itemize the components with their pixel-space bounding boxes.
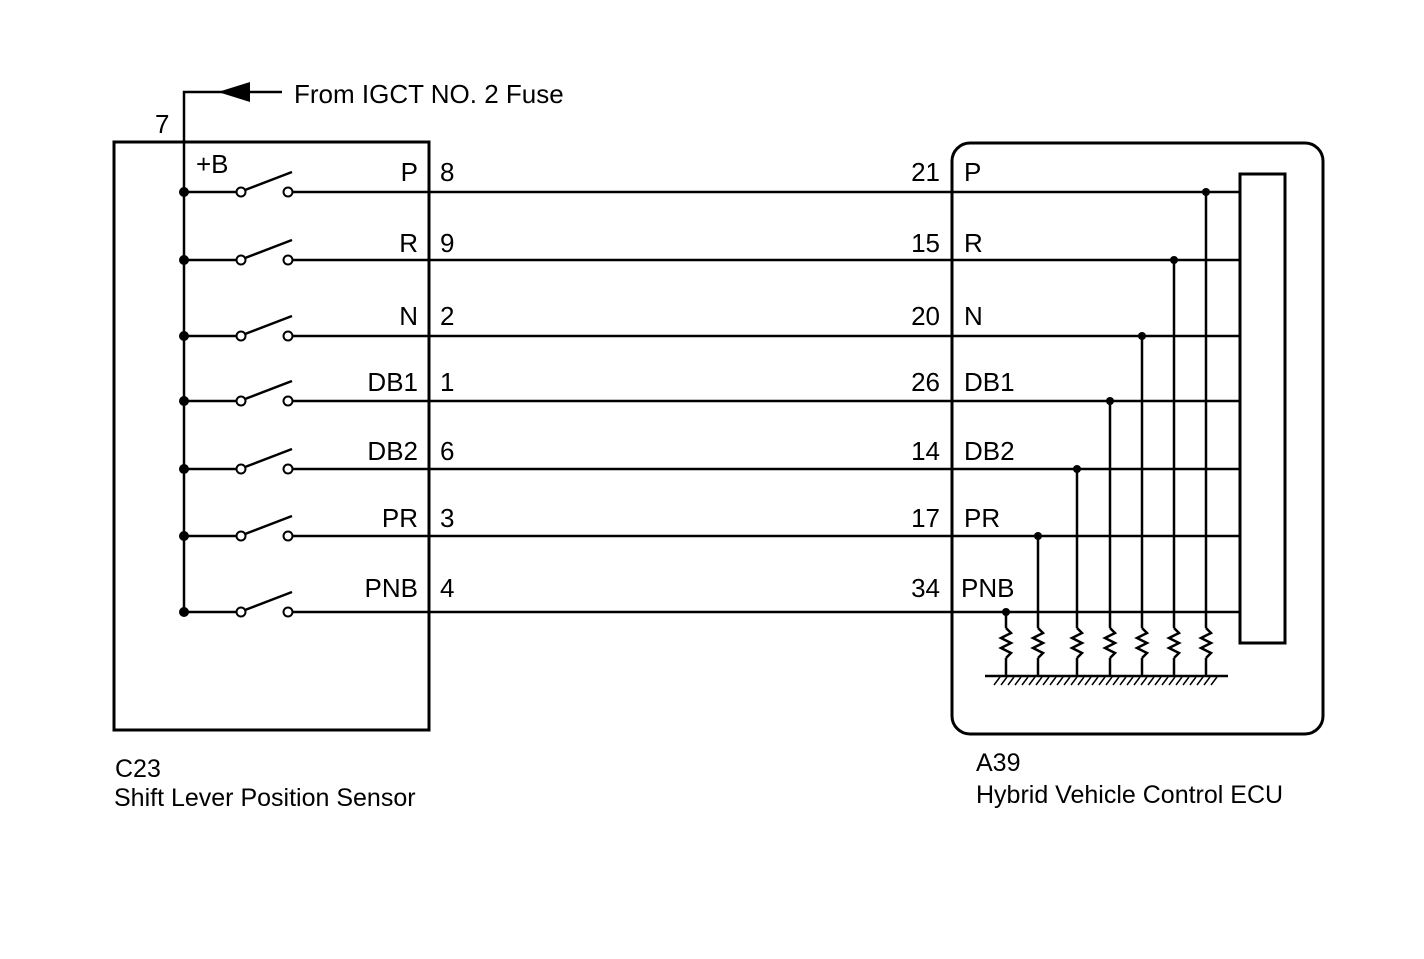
ecu-name: Hybrid Vehicle Control ECU [976, 781, 1283, 809]
ecu-terminal-label: R [964, 228, 983, 258]
sensor-terminal-label: N [399, 301, 418, 331]
sensor-terminal-label: PNB [365, 573, 418, 603]
switch-contact [282, 606, 294, 618]
switch-blade [244, 379, 293, 401]
pull-down-resistor [1198, 627, 1214, 659]
ecu-pin-number: 20 [911, 301, 940, 331]
ecu-pin-number: 15 [911, 228, 940, 258]
sensor-terminal-label: R [399, 228, 418, 258]
switch-contact [235, 606, 247, 618]
ecu-pin-number: 21 [911, 157, 940, 187]
switch-contact [235, 186, 247, 198]
switch-contact [282, 463, 294, 475]
pull-down-resistor [1030, 627, 1046, 659]
ground-bar [985, 674, 1228, 686]
arrow-left-icon [218, 82, 250, 102]
sensor-pin-number: 1 [440, 367, 454, 397]
ecu-code: A39 [976, 749, 1020, 777]
sensor-pin-number: 2 [440, 301, 454, 331]
sensor-name: Shift Lever Position Sensor [114, 784, 416, 812]
ecu-terminal-label: PNB [961, 573, 1014, 603]
switch-blade [244, 314, 293, 336]
ecu-processor-block [1238, 172, 1287, 645]
switch-contact [282, 530, 294, 542]
switch-contact [282, 330, 294, 342]
pull-down-resistor [1166, 627, 1182, 659]
ecu-pin-number: 34 [911, 573, 940, 603]
ecu-pin-number: 17 [911, 503, 940, 533]
switch-contact [282, 254, 294, 266]
power-supply-input: From IGCT NO. 2 Fuse 7 [155, 79, 564, 142]
sensor-pin-number: 4 [440, 573, 454, 603]
signal-row: PR 3 17 PR [179, 503, 1240, 676]
sensor-terminal-label: DB1 [367, 367, 418, 397]
switch-contact [235, 330, 247, 342]
signal-row: PNB 4 34 PNB [179, 573, 1240, 676]
pull-down-resistor [998, 627, 1014, 659]
sensor-terminal-label: PR [382, 503, 418, 533]
switch-blade [244, 170, 293, 192]
switch-blade [244, 447, 293, 469]
pull-down-resistor [1069, 627, 1085, 659]
switch-blade [244, 238, 293, 260]
ecu-terminal-label: P [964, 157, 981, 187]
switch-contact [235, 254, 247, 266]
ecu-terminal-label: DB2 [964, 436, 1015, 466]
ecu-terminal-label: N [964, 301, 983, 331]
pull-down-resistor [1134, 627, 1150, 659]
signal-row: DB1 1 26 DB1 [179, 367, 1240, 676]
sensor-pin-number: 9 [440, 228, 454, 258]
switch-blade [244, 514, 293, 536]
ecu-terminal-label: DB1 [964, 367, 1015, 397]
signal-row: DB2 6 14 DB2 [179, 436, 1240, 676]
ecu-pin-number: 14 [911, 436, 940, 466]
switch-contact [235, 395, 247, 407]
supply-source-label: From IGCT NO. 2 Fuse [294, 79, 564, 109]
pull-down-resistor [1102, 627, 1118, 659]
switch-contact [282, 395, 294, 407]
supply-pin-number: 7 [155, 109, 169, 139]
sensor-box [112, 140, 431, 732]
sensor-pin-number: 6 [440, 436, 454, 466]
sensor-terminal-label: P [401, 157, 418, 187]
ecu-pin-number: 26 [911, 367, 940, 397]
switch-contact [235, 463, 247, 475]
sensor-pin-number: 3 [440, 503, 454, 533]
switch-contact [282, 186, 294, 198]
ecu-box [950, 141, 1325, 736]
supply-plus-b-label: +B [196, 149, 229, 179]
switch-blade [244, 590, 293, 612]
sensor-pin-number: 8 [440, 157, 454, 187]
switch-contact [235, 530, 247, 542]
sensor-terminal-label: DB2 [367, 436, 418, 466]
sensor-code: C23 [115, 755, 161, 783]
ecu-terminal-label: PR [964, 503, 1000, 533]
